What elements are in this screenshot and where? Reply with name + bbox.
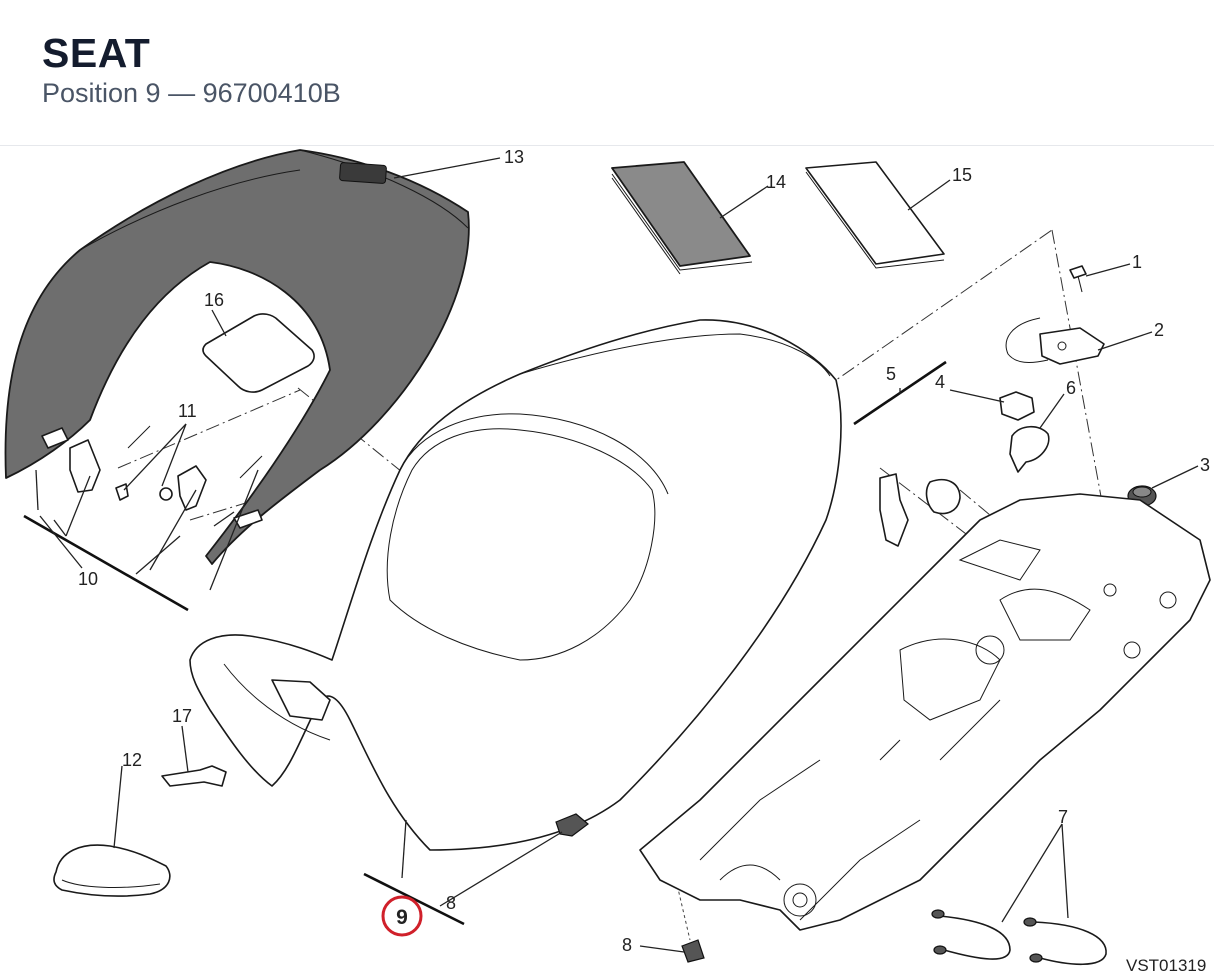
cushion-12[interactable] (53, 844, 171, 897)
seat-main-9[interactable] (189, 319, 842, 851)
callout-11[interactable]: 11 (178, 401, 197, 421)
callout-5[interactable]: 5 (886, 364, 896, 384)
callout-9: 9 (396, 906, 408, 929)
rubber-pad-8-upper[interactable] (555, 813, 589, 837)
callout-10[interactable]: 10 (78, 569, 98, 589)
key-lock-set-5[interactable] (879, 473, 961, 547)
callout-16[interactable]: 16 (204, 290, 224, 310)
callout-1[interactable]: 1 (1132, 252, 1142, 272)
callout-4[interactable]: 4 (935, 372, 945, 392)
page-subtitle: Position 9 — 96700410B (42, 78, 341, 108)
seat-cover[interactable] (4, 149, 470, 565)
callout-14[interactable]: 14 (766, 172, 786, 192)
cables-7[interactable] (931, 909, 1107, 966)
screw-1[interactable] (1069, 265, 1087, 293)
page-title: SEAT (42, 30, 151, 76)
subframe[interactable] (639, 493, 1211, 931)
callout-7[interactable]: 7 (1058, 807, 1068, 827)
callout-8-upper[interactable]: 8 (446, 893, 456, 913)
diagram-reference-code: VST01319 (1126, 956, 1206, 975)
highlight-ring (381, 895, 423, 937)
rubber-pad-8-lower[interactable] (681, 939, 705, 963)
pad-16[interactable] (202, 313, 315, 393)
callout-2[interactable]: 2 (1154, 320, 1164, 340)
lock-bracket-2[interactable] (1005, 317, 1105, 365)
callout-6[interactable]: 6 (1066, 378, 1076, 398)
callout-12[interactable]: 12 (122, 750, 142, 770)
callout-3[interactable]: 3 (1200, 455, 1210, 475)
callout-labels: 1 2 3 4 5 6 7 8 8 10 11 12 13 14 15 16 1… (78, 147, 1210, 955)
manual-15[interactable] (805, 161, 945, 269)
callout-13[interactable]: 13 (504, 147, 524, 167)
highlighted-callout-9[interactable]: 9 (381, 895, 423, 937)
callout-15[interactable]: 15 (952, 165, 972, 185)
hook-17[interactable] (161, 765, 227, 787)
callout-17[interactable]: 17 (172, 706, 192, 726)
callout-8-lower[interactable]: 8 (622, 935, 632, 955)
manual-14[interactable] (611, 161, 753, 275)
nut-4[interactable] (999, 391, 1035, 421)
bracket-6[interactable] (1009, 425, 1050, 473)
leader-lines (35, 157, 1199, 953)
page-header: SEAT Position 9 — 96700410B (0, 0, 1214, 146)
